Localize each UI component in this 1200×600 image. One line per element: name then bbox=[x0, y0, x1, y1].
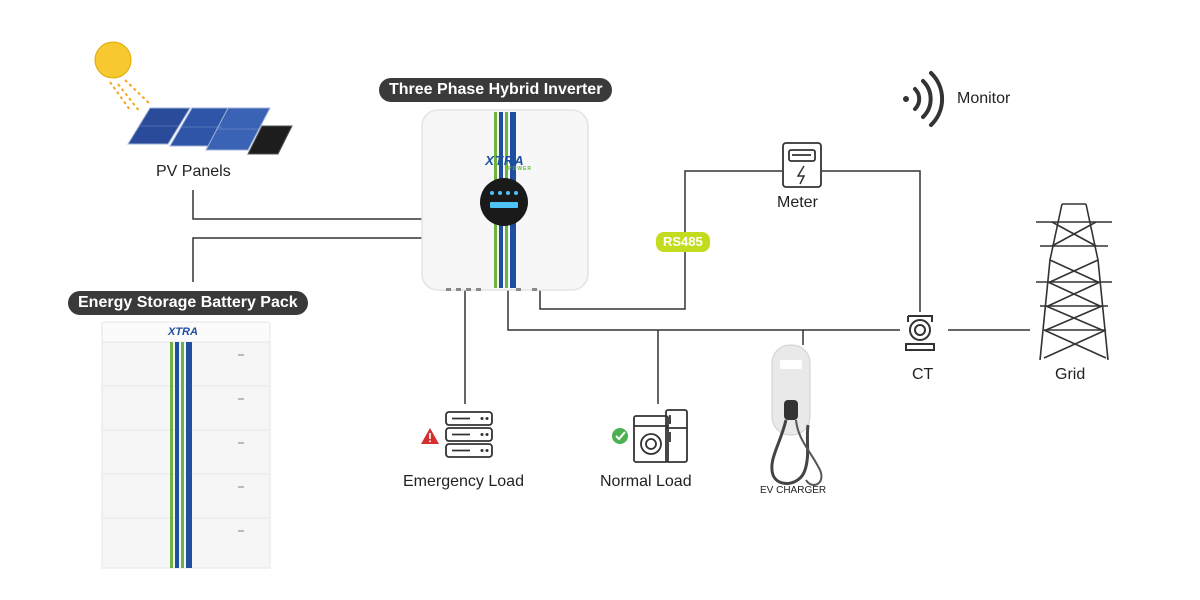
battery-pack-device bbox=[101, 321, 271, 569]
meter-grid-line bbox=[822, 170, 921, 312]
inverter-device bbox=[421, 109, 589, 291]
pv-panels-label: PV Panels bbox=[156, 163, 231, 180]
grid-label: Grid bbox=[1055, 366, 1086, 383]
normal-load-label: Normal Load bbox=[600, 473, 692, 490]
monitor-label: Monitor bbox=[957, 90, 1011, 107]
meter-icon bbox=[782, 142, 822, 188]
sun-icon bbox=[94, 41, 151, 113]
appliances-icon bbox=[633, 409, 688, 463]
pv-panels-icon bbox=[127, 107, 293, 155]
check-icon bbox=[612, 428, 628, 444]
rs485-line bbox=[539, 170, 782, 310]
ct-label: CT bbox=[912, 366, 934, 383]
inverter-title-pill: Three Phase Hybrid Inverter bbox=[379, 78, 613, 102]
battery-line bbox=[192, 237, 425, 282]
grid-tower-icon bbox=[1036, 203, 1112, 361]
inverter-brand: XTRA bbox=[485, 153, 525, 168]
rs485-badge: RS485 bbox=[656, 232, 710, 252]
inverter-logo: XTRA POWER bbox=[478, 154, 532, 172]
warning-icon bbox=[421, 428, 439, 444]
meter-label: Meter bbox=[777, 194, 818, 211]
inverter-brand-sub: POWER bbox=[508, 166, 532, 172]
pv-line bbox=[192, 190, 425, 220]
ac-bus-line bbox=[507, 290, 900, 331]
server-icon bbox=[445, 411, 493, 458]
wifi-signal-icon bbox=[903, 71, 945, 127]
ev-charger-label: EV CHARGER bbox=[760, 485, 827, 496]
emergency-load-label: Emergency Load bbox=[403, 473, 524, 490]
battery-brand: XTRA bbox=[168, 326, 198, 338]
ev-charger-icon bbox=[770, 344, 823, 486]
battery-title-pill: Energy Storage Battery Pack bbox=[68, 291, 308, 315]
connection-lines bbox=[192, 170, 1030, 404]
ct-sensor-icon bbox=[905, 315, 935, 351]
